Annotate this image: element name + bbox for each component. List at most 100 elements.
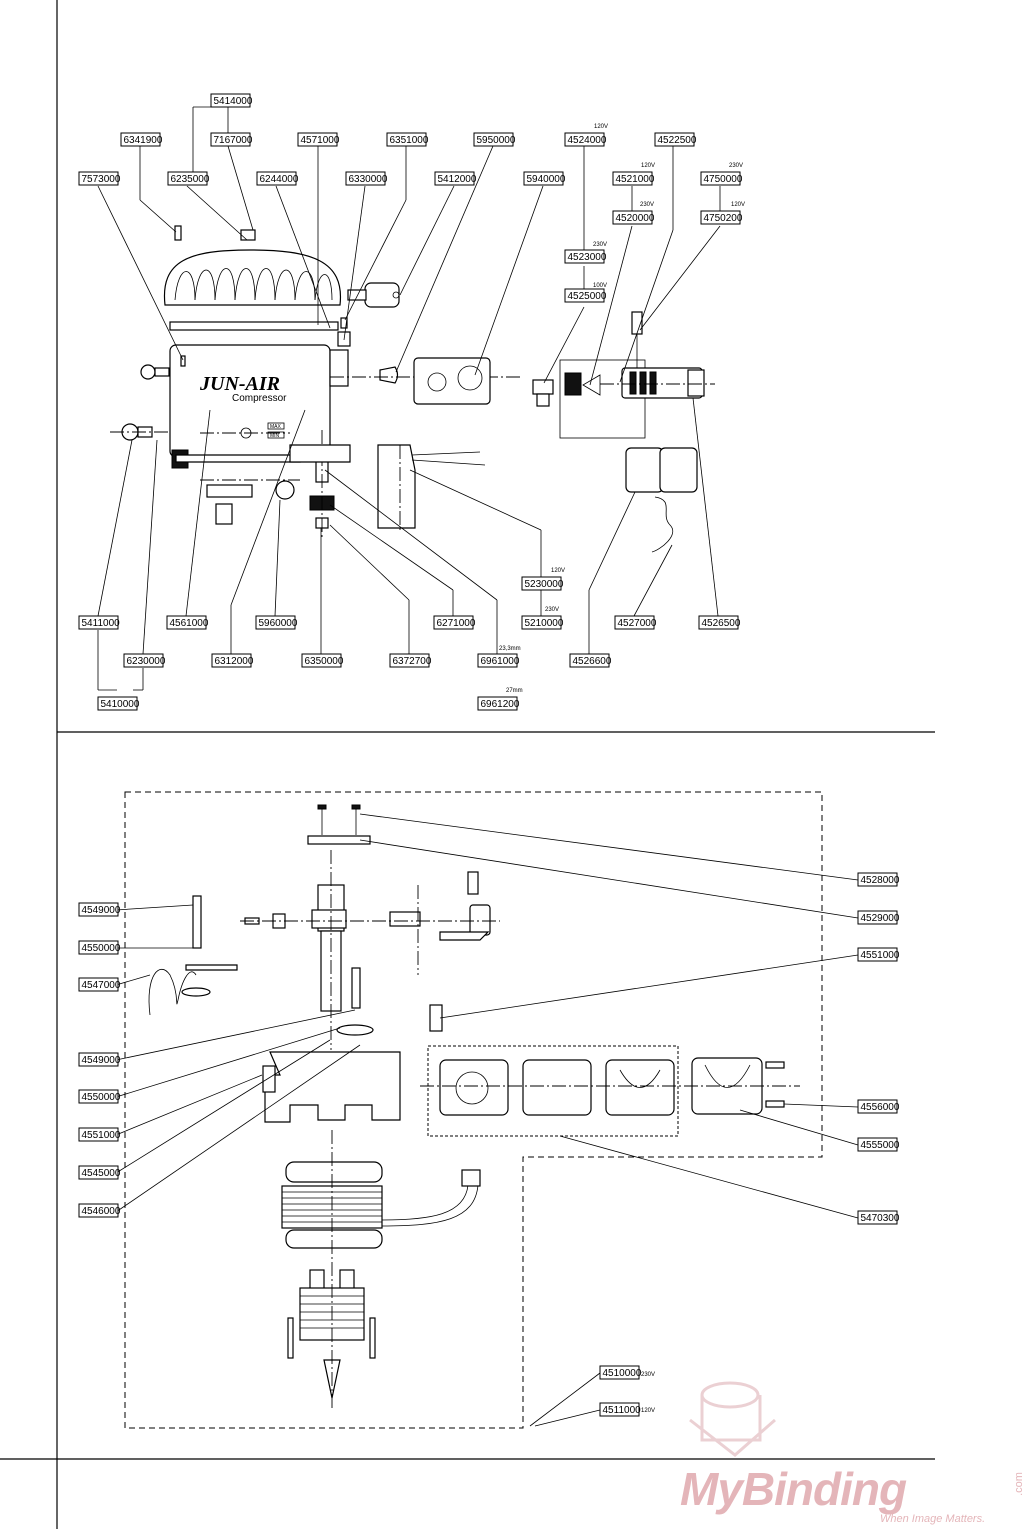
watermark-roll-icon [689,1381,776,1457]
voltage-note: 23,3mm [499,646,521,652]
voltage-note: 120V [551,568,565,574]
motor-assembly [124,791,823,1429]
part-label: 5210000 [521,615,564,630]
svg-text:4528000: 4528000 [861,875,900,886]
voltage-note: 230V [729,163,743,169]
part-label: 4561000 [166,615,209,630]
svg-text:4556000: 4556000 [861,1102,900,1113]
brand-subtitle: Compressor [232,393,287,404]
part-label: 4550000 [78,940,121,955]
svg-text:4549000: 4549000 [82,1055,121,1066]
voltage-note: 100V [593,283,607,289]
part-label: 4523000 [564,249,607,264]
part-label: 5411000 [78,615,121,630]
bottom-part-labels: 4528000452900045490004550000454700045510… [78,872,900,1417]
svg-text:4546000: 4546000 [82,1206,121,1217]
part-label: 4551000 [857,947,900,962]
svg-text:5411000: 5411000 [82,618,121,629]
voltage-note: 27mm [506,688,523,694]
part-label: 7573000 [78,171,121,186]
svg-text:7167000: 7167000 [214,135,253,146]
svg-text:4555000: 4555000 [861,1140,900,1151]
part-label: 4526600 [569,653,612,668]
svg-text:6350000: 6350000 [305,656,344,667]
part-label: 4556000 [857,1099,900,1114]
svg-text:5414000: 5414000 [214,96,253,107]
svg-text:4520000: 4520000 [616,213,655,224]
voltage-note: 120V [641,1408,655,1414]
svg-text:4525000: 4525000 [568,291,607,302]
voltage-note: 120V [594,124,608,130]
voltage-note: 230V [641,1372,655,1378]
watermark-suffix: .com [1012,1472,1025,1496]
part-label: 6372700 [389,653,432,668]
part-label: 5950000 [473,132,516,147]
part-label: 4527000 [614,615,657,630]
svg-text:4750200: 4750200 [704,213,743,224]
part-label: 5470300 [857,1210,900,1225]
svg-text:4527000: 4527000 [618,618,657,629]
part-label: 4528000 [857,872,900,887]
part-label: 4510000 [599,1365,642,1380]
part-label: 5230000 [521,576,564,591]
part-label: 6244000 [256,171,299,186]
part-label: 4526500 [698,615,741,630]
part-label: 6961200 [477,696,520,711]
voltage-notes: 120V 120V 230V 230V 120V 230V 100V 120V 230V 23,3… [499,124,745,1414]
svg-text:6961000: 6961000 [481,656,520,667]
voltage-note: 120V [641,163,655,169]
part-label: 5960000 [255,615,298,630]
part-label: 6341900 [120,132,163,147]
svg-text:4551000: 4551000 [861,950,900,961]
svg-text:4545000: 4545000 [82,1168,121,1179]
part-label: 7167000 [210,132,253,147]
svg-text:5410000: 5410000 [101,699,140,710]
svg-text:6230000: 6230000 [127,656,166,667]
part-label: 4571000 [297,132,340,147]
svg-text:5940000: 5940000 [527,174,566,185]
svg-text:6244000: 6244000 [260,174,299,185]
part-label: 4750000 [700,171,743,186]
svg-text:5470300: 5470300 [861,1213,900,1224]
voltage-note: 230V [545,607,559,613]
svg-text:4550000: 4550000 [82,1092,121,1103]
watermark-logo: MyBinding [680,1463,907,1515]
part-label: 4750200 [700,210,743,225]
bottom-leader-lines [115,813,859,1427]
voltage-note: 120V [731,202,745,208]
svg-text:4523000: 4523000 [568,252,607,263]
svg-text:5230000: 5230000 [525,579,564,590]
part-label: 4545000 [78,1165,121,1180]
svg-text:4526600: 4526600 [573,656,612,667]
part-label: 4520000 [612,210,655,225]
brand-logo: JUN-AIR [199,373,280,395]
gauge-min: MIN [270,433,280,439]
svg-text:5960000: 5960000 [259,618,298,629]
svg-text:6271000: 6271000 [437,618,476,629]
part-label: 4522500 [654,132,697,147]
svg-text:4524000: 4524000 [568,135,607,146]
svg-text:7573000: 7573000 [82,174,121,185]
svg-text:4522500: 4522500 [658,135,697,146]
svg-text:4526500: 4526500 [702,618,741,629]
gauge-max: MAX [270,424,282,430]
watermark-tagline: When Image Matters. [880,1513,986,1525]
svg-text:6961200: 6961200 [481,699,520,710]
part-label: 6312000 [211,653,254,668]
part-label: 4511000 [599,1402,642,1417]
svg-text:6312000: 6312000 [215,656,254,667]
compressor-assembly: JUN-AIR Compressor MAX MIN [110,225,715,553]
svg-text:4510000: 4510000 [603,1368,642,1379]
svg-text:4511000: 4511000 [603,1405,642,1416]
part-label: 4555000 [857,1137,900,1152]
svg-text:4571000: 4571000 [301,135,340,146]
part-label: 6271000 [433,615,476,630]
part-label: 4524000 [564,132,607,147]
voltage-note: 230V [640,202,654,208]
svg-text:4547000: 4547000 [82,980,121,991]
part-label: 4547000 [78,977,121,992]
svg-text:5210000: 5210000 [525,618,564,629]
svg-text:4561000: 4561000 [170,618,209,629]
svg-text:5412000: 5412000 [438,174,477,185]
